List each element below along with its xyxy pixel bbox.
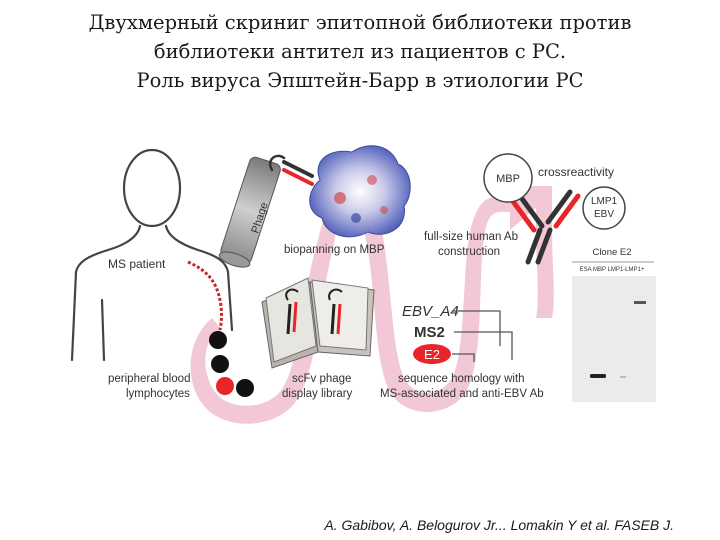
mbp-label: MBP [496, 173, 520, 185]
scfv-fragment-top [268, 154, 314, 186]
western-blot-panel: Clone E2 ESA MBP LMP1-LMP1+ [572, 247, 656, 402]
biopanning-label: biopanning on MBP [284, 244, 385, 256]
blood-vessel [187, 260, 223, 331]
blot-band [634, 301, 646, 304]
title-line-1: Двухмерный скриниг эпитопной библиотеки … [88, 11, 632, 34]
title-line-3: Роль вируса Эпштейн-Барр в этиологии РС [136, 69, 584, 92]
lymphocyte-cell [209, 331, 227, 349]
pbl-label-line2: lymphocytes [126, 388, 190, 400]
mbp-protein-structure [309, 145, 411, 238]
library-label-line2: display library [282, 388, 353, 400]
slide-title: Двухмерный скриниг эпитопной библиотеки … [0, 8, 720, 95]
ebv-label: EBV [594, 209, 614, 220]
mbp-antigen: MBP [483, 153, 533, 203]
homology-label-line2: MS-associated and anti-EBV Ab [380, 388, 544, 400]
ms-patient-label: MS patient [108, 257, 166, 271]
pbl-label-line1: peripheral blood [108, 373, 190, 385]
lymphocyte-cell [211, 355, 229, 373]
ms-patient-figure [70, 148, 234, 362]
full-size-antibody [509, 189, 581, 265]
lymphocyte-cell-red [216, 377, 234, 395]
lymphocytes [209, 331, 254, 397]
blot-lanes-label: ESA MBP LMP1-LMP1+ [580, 267, 645, 273]
ebv-a4-label: EBV_A4 [402, 303, 459, 320]
crossreactivity-label: crossreactivity [538, 165, 614, 179]
e2-highlight-badge [413, 344, 451, 364]
homology-label-line1: sequence homology with [398, 373, 525, 385]
e2-label: E2 [424, 347, 440, 362]
phage-cylinder [218, 156, 281, 268]
blot-band [590, 374, 606, 378]
full-size-ab-label-line2: construction [438, 246, 500, 258]
title-line-2: библиотеки антител из пациентов с РС. [153, 40, 567, 63]
lymphocyte-cell [236, 379, 254, 397]
lmp1-label: LMP1 [591, 196, 618, 207]
lmp1-ebv-antigen: LMP1 EBV [582, 186, 626, 230]
library-label-line1: scFv phage [292, 373, 351, 385]
homology-brackets [452, 310, 513, 362]
ms2-label: MS2 [414, 324, 445, 341]
phage-library-book [261, 277, 375, 369]
clone-e2-label: Clone E2 [592, 247, 631, 258]
citation: A. Gabibov, A. Belogurov Jr... Lomakin Y… [324, 517, 674, 533]
full-size-ab-label-line1: full-size human Ab [424, 231, 518, 243]
blot-band [620, 376, 626, 378]
